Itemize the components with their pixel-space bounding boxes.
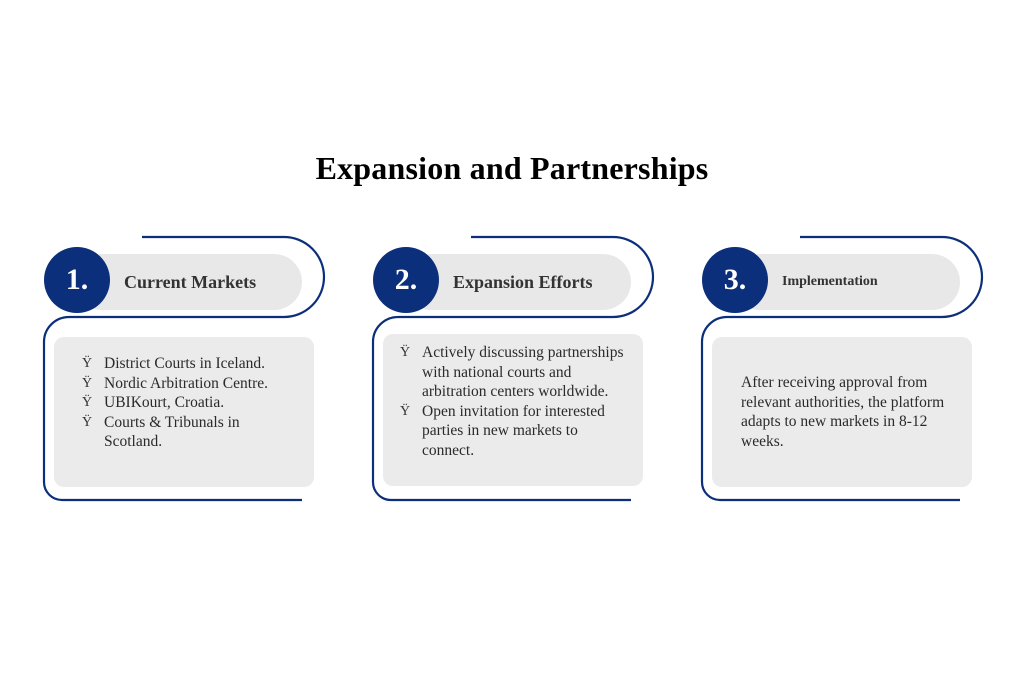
step-card-1: Current Markets 1. Ÿ District Courts in I… xyxy=(42,232,344,507)
step-heading: Current Markets xyxy=(124,271,257,292)
step-card-2: Expansion Efforts 2. Ÿ Actively discussin… xyxy=(371,232,673,507)
bullet-icon: Ÿ xyxy=(400,345,411,360)
card-outline xyxy=(700,235,984,502)
bullet-icon: Ÿ xyxy=(82,414,93,430)
bullet-text: Courts & Tribunals in Scotland. xyxy=(104,413,240,451)
bullet-icon: Ÿ xyxy=(82,395,93,410)
step-number-badge: 1. xyxy=(44,247,110,313)
bullet-icon: Ÿ xyxy=(82,375,93,391)
bullet-text: Actively discussing partnerships with na… xyxy=(422,344,624,400)
list-item: Ÿ UBIKourt, Croatia. xyxy=(82,393,310,413)
card-outline xyxy=(42,235,326,502)
step-number-badge: 2. xyxy=(373,247,439,313)
bullet-text: UBIKourt, Croatia. xyxy=(104,394,225,411)
bullet-text: Nordic Arbitration Centre. xyxy=(104,374,268,392)
list-item: Ÿ District Courts in Iceland. xyxy=(82,354,310,374)
bullet-icon: Ÿ xyxy=(82,356,93,371)
bullet-text: District Courts in Iceland. xyxy=(104,355,265,372)
step-header-pill: Current Markets xyxy=(74,254,302,310)
step-body-box: Ÿ District Courts in Iceland. Ÿ Nordic Arb… xyxy=(54,337,314,487)
step-heading: Implementation xyxy=(782,274,878,289)
card-outline xyxy=(371,235,655,502)
step-body-box: After receiving approval from relevant a… xyxy=(712,337,972,487)
bullet-icon: Ÿ xyxy=(400,403,411,419)
step-body-box: Ÿ Actively discussing partnerships with n… xyxy=(383,334,643,486)
bullet-list: Ÿ Actively discussing partnerships with n… xyxy=(400,343,625,460)
page-title: Expansion and Partnerships xyxy=(315,150,709,186)
step-card-3: Implementation 3. After receiving approv… xyxy=(700,232,1002,507)
step-header-pill: Expansion Efforts xyxy=(403,254,631,310)
list-item: Ÿ Nordic Arbitration Centre. xyxy=(82,374,310,394)
bullet-text: Open invitation for interested parties i… xyxy=(422,402,605,459)
step-heading: Expansion Efforts xyxy=(453,271,593,292)
bullet-list: Ÿ District Courts in Iceland. Ÿ Nordic Arb… xyxy=(82,354,310,452)
list-item: Ÿ Actively discussing partnerships with n… xyxy=(400,343,625,402)
step-header-pill: Implementation xyxy=(732,254,960,310)
list-item: Ÿ Open invitation for interested parties … xyxy=(400,402,625,461)
step-number-badge: 3. xyxy=(702,247,768,313)
list-item: Ÿ Courts & Tribunals in Scotland. xyxy=(82,413,274,452)
step-description: After receiving approval from relevant a… xyxy=(741,374,945,450)
